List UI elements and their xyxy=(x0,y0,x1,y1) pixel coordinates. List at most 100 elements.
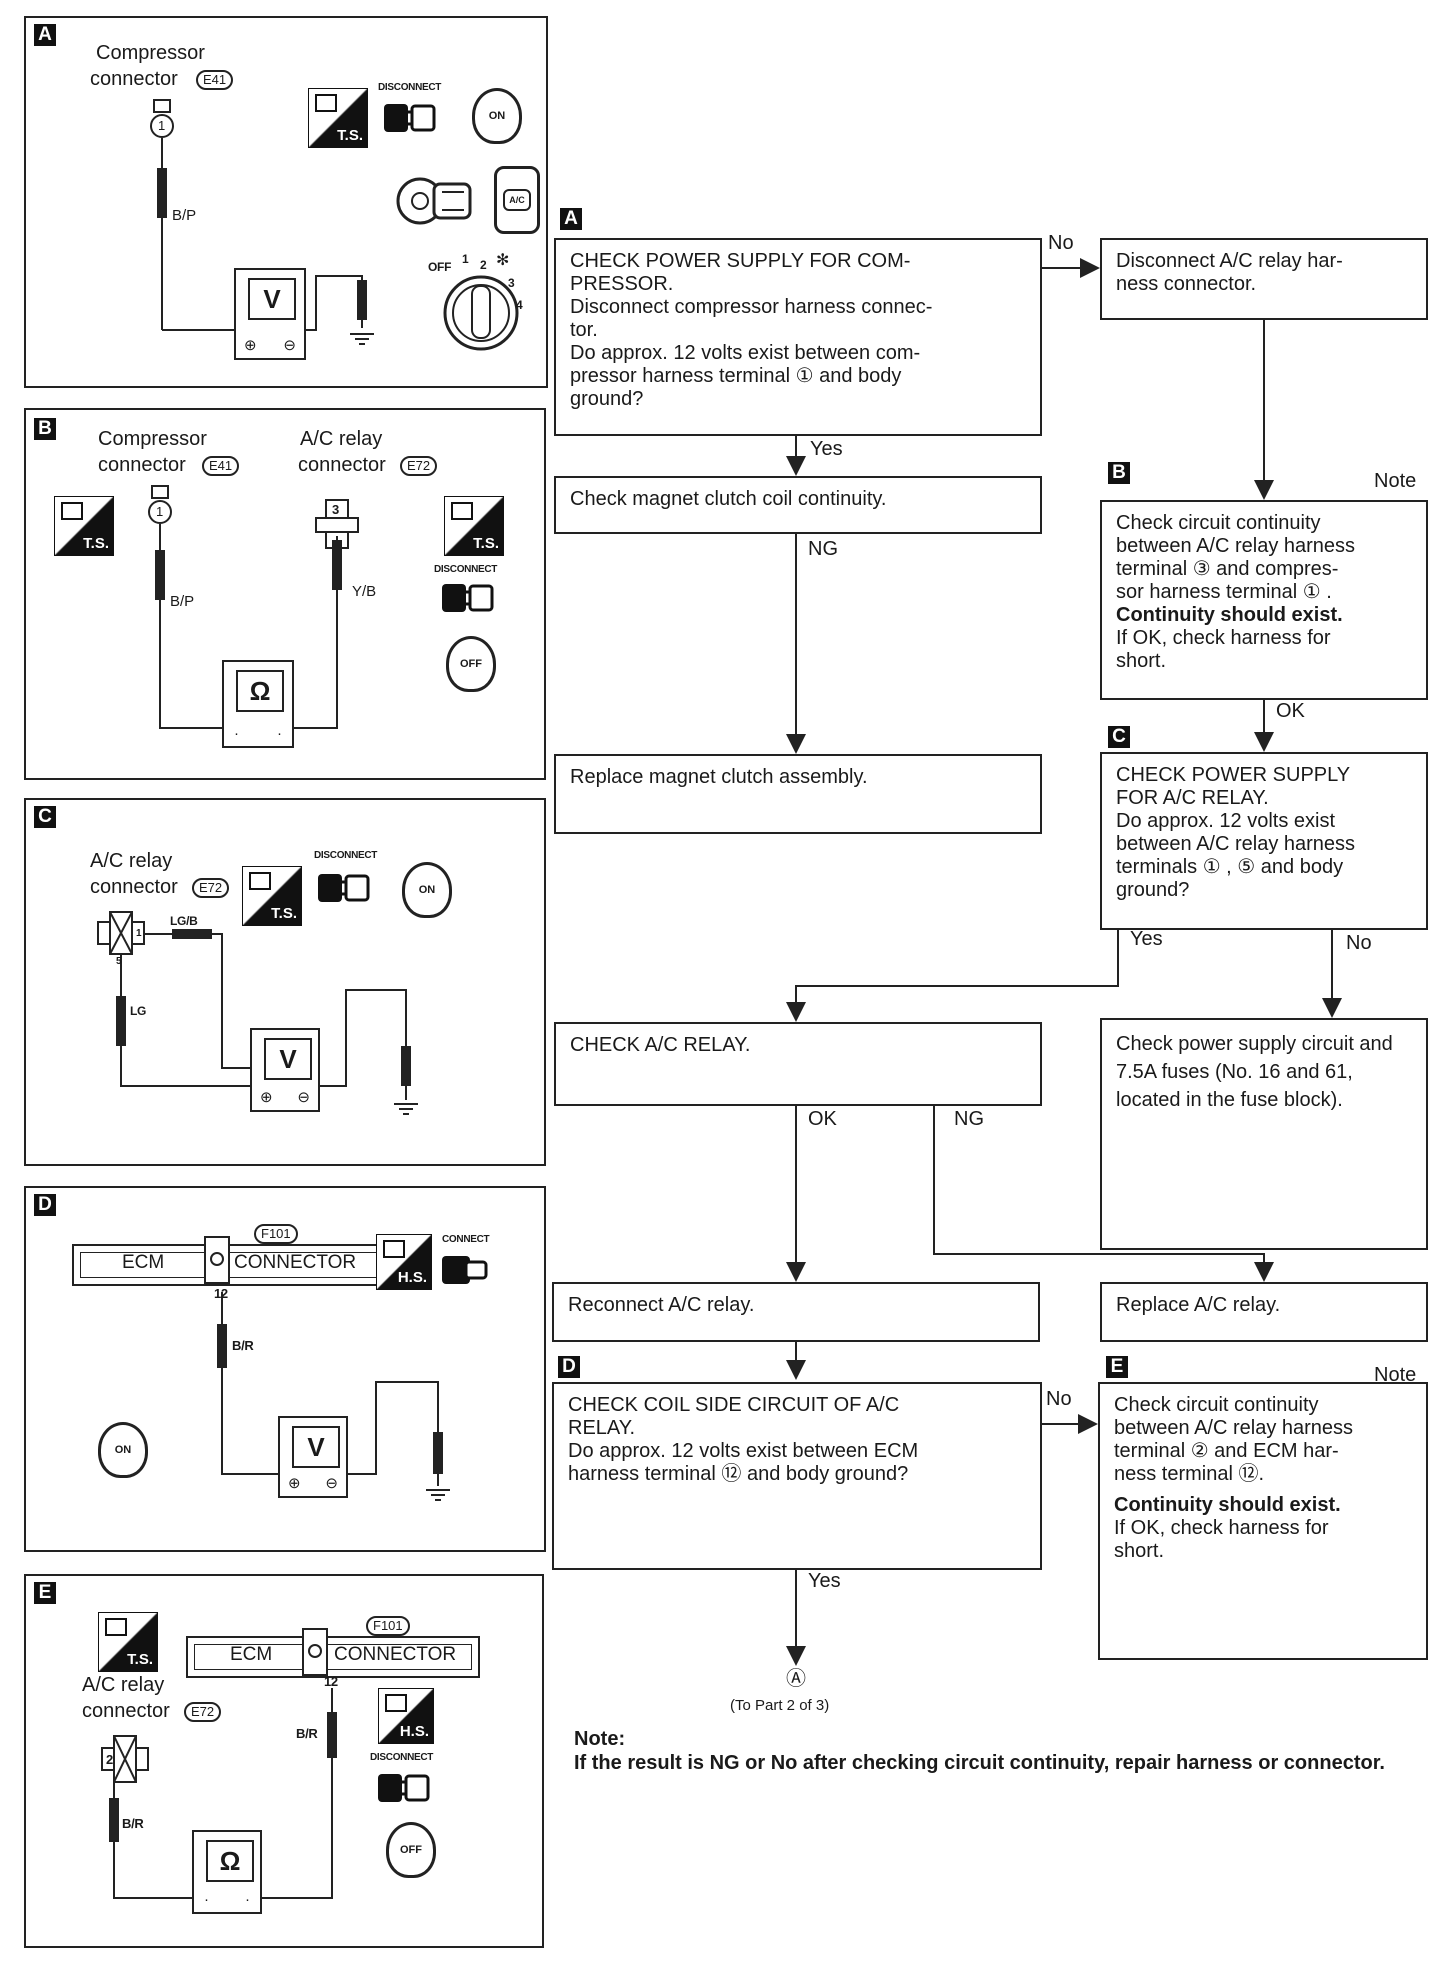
wire-br-ecm-label: B/R xyxy=(296,1726,318,1741)
minus-terminal: ⊖ xyxy=(325,1475,338,1492)
pin-1-label: 1 xyxy=(158,118,165,133)
box-reconnect-text: Reconnect A/C relay. xyxy=(568,1294,755,1316)
label-ng-magnet: NG xyxy=(808,538,838,560)
disconnect-plug-icon xyxy=(384,104,436,132)
box-reconnect-relay: Reconnect A/C relay. xyxy=(552,1282,1040,1342)
panel-c-wiring xyxy=(97,911,418,1115)
meter-face: V xyxy=(292,1426,340,1468)
ecm-connector-badge: F101 xyxy=(366,1616,410,1636)
minus-terminal: ⊖ xyxy=(297,1089,310,1106)
ohmmeter: Ω · · xyxy=(192,1830,262,1914)
label-no-a: No xyxy=(1048,232,1074,254)
voltmeter: V ⊕ ⊖ xyxy=(278,1416,348,1498)
label-no-d: No xyxy=(1046,1388,1072,1410)
compressor-connector-badge: E41 xyxy=(202,456,240,476)
pin-3-label: 3 xyxy=(332,502,339,517)
disconnect-plug-icon xyxy=(318,874,370,902)
voltmeter: V ⊕ ⊖ xyxy=(250,1028,320,1112)
wire-yb-label: Y/B xyxy=(352,583,377,600)
connector-latch xyxy=(302,1628,328,1676)
panel-d-wiring xyxy=(217,1292,450,1501)
wire-lg-label: LG xyxy=(130,1004,147,1018)
pin-12-label: 12 xyxy=(214,1286,228,1301)
box-magnet-text: Check magnet clutch coil continuity. xyxy=(570,488,887,510)
hs-label: H.S. xyxy=(399,1723,429,1740)
relay-label: A/C relay xyxy=(90,850,173,872)
box-c-text: CHECK POWER SUPPLY FOR A/C RELAY. Do app… xyxy=(1116,764,1356,901)
ts-label: T.S. xyxy=(337,127,363,144)
ignition-key-on-icon: ON xyxy=(402,862,452,918)
connector-latch xyxy=(204,1236,230,1284)
label-yes-c: Yes xyxy=(1130,928,1163,950)
box-check-coil-circuit: CHECK COIL SIDE CIRCUIT OF A/C RELAY. Do… xyxy=(552,1382,1042,1570)
box-replace-relay: Replace A/C relay. xyxy=(1100,1282,1428,1342)
panel-d: D F101 ECM CONNECTOR 12 B/R V ⊕ ⊖ H.S. C… xyxy=(24,1186,546,1552)
relay-connector-badge: E72 xyxy=(184,1702,222,1722)
fan-off-label: OFF xyxy=(428,260,452,274)
box-e-text-1: Check circuit continuity between A/C rel… xyxy=(1114,1394,1354,1485)
flow-label-c: C xyxy=(1108,726,1130,748)
box-replace-magnet-text: Replace magnet clutch assembly. xyxy=(570,766,868,788)
connector-label: connector xyxy=(90,876,178,898)
terminal-left: · xyxy=(234,725,239,742)
terminal-right: · xyxy=(277,725,282,742)
box-disconnect-relay: Disconnect A/C relay har- ness connector… xyxy=(1100,238,1428,320)
note-title: Note: xyxy=(574,1728,626,1750)
ac-switch-icon: A/C xyxy=(494,166,540,234)
meter-face: Ω xyxy=(236,670,284,712)
box-b-bold: Continuity should exist. xyxy=(1116,604,1343,626)
wire-br-relay-label: B/R xyxy=(122,1816,144,1831)
disconnect-plug-icon xyxy=(378,1774,430,1802)
compressor-label: Compressor xyxy=(96,42,205,64)
test-tool-icon: T.S. xyxy=(98,1612,158,1672)
note-text: If the result is NG or No after checking… xyxy=(574,1752,1385,1774)
relay-connector-label: connector xyxy=(298,454,386,476)
terminal-left: · xyxy=(204,1891,209,1908)
pin-5-label: 5 xyxy=(116,956,122,967)
connect-plug-icon xyxy=(442,1256,488,1284)
test-tool-icon-right: T.S. xyxy=(444,496,504,556)
plus-terminal: ⊕ xyxy=(260,1089,273,1106)
box-disconnect-text: Disconnect A/C relay har- ness connector… xyxy=(1116,250,1343,295)
disconnect-label: DISCONNECT xyxy=(434,564,498,575)
panel-e-label: E xyxy=(34,1582,56,1604)
disconnect-label: DISCONNECT xyxy=(370,1752,434,1763)
box-e-bold: Continuity should exist. xyxy=(1114,1494,1341,1516)
ignition-key-on-icon: ON xyxy=(472,88,522,144)
box-check-relay-power: CHECK POWER SUPPLY FOR A/C RELAY. Do app… xyxy=(1100,752,1428,930)
panel-e: E T.S. A/C relay connector E72 F101 ECM … xyxy=(24,1574,544,1948)
harness-sensor-icon: H.S. xyxy=(376,1234,432,1290)
disconnect-label: DISCONNECT xyxy=(314,850,378,861)
meter-face: V xyxy=(264,1038,312,1080)
test-tool-icon: T.S. xyxy=(308,88,368,148)
connector-label: connector xyxy=(90,68,178,90)
terminal-right: · xyxy=(245,1891,250,1908)
ac-button-label: A/C xyxy=(503,189,531,211)
box-a-text: CHECK POWER SUPPLY FOR COM- PRESSOR. Dis… xyxy=(570,250,933,410)
hs-label: H.S. xyxy=(397,1269,427,1286)
fan-icon: ✻ xyxy=(496,252,510,269)
pin-12-label: 12 xyxy=(324,1674,338,1689)
panel-c: C A/C relay connector E72 1 5 LG/B LG V … xyxy=(24,798,546,1166)
test-tool-icon-left: T.S. xyxy=(54,496,114,556)
ts-label: T.S. xyxy=(271,905,297,922)
box-check-relay: CHECK A/C RELAY. xyxy=(554,1022,1042,1106)
meter-face: Ω xyxy=(206,1840,254,1882)
panel-b-wiring xyxy=(148,485,359,729)
panel-b-label: B xyxy=(34,418,56,440)
box-magnet-clutch: Check magnet clutch coil continuity. xyxy=(554,476,1042,534)
box-b-text-2: If OK, check harness for short. xyxy=(1116,627,1331,672)
flow-label-e: E xyxy=(1106,1356,1128,1378)
end-connector-symbol: Ⓐ xyxy=(786,1668,806,1690)
box-check-relay-text: CHECK A/C RELAY. xyxy=(570,1034,751,1056)
box-replace-relay-text: Replace A/C relay. xyxy=(1116,1294,1281,1316)
box-check-continuity-e: Check circuit continuity between A/C rel… xyxy=(1098,1382,1428,1660)
flow-label-a: A xyxy=(560,208,582,230)
label-ng-relay: NG xyxy=(954,1108,984,1130)
harness-sensor-icon: H.S. xyxy=(378,1688,434,1744)
ignition-key-off-icon: OFF xyxy=(386,1822,436,1878)
box-e-text-2: If OK, check harness for short. xyxy=(1114,1517,1329,1562)
ts-label: T.S. xyxy=(473,535,499,552)
label-no-c: No xyxy=(1346,932,1372,954)
ecm-connector-badge: F101 xyxy=(254,1224,298,1244)
